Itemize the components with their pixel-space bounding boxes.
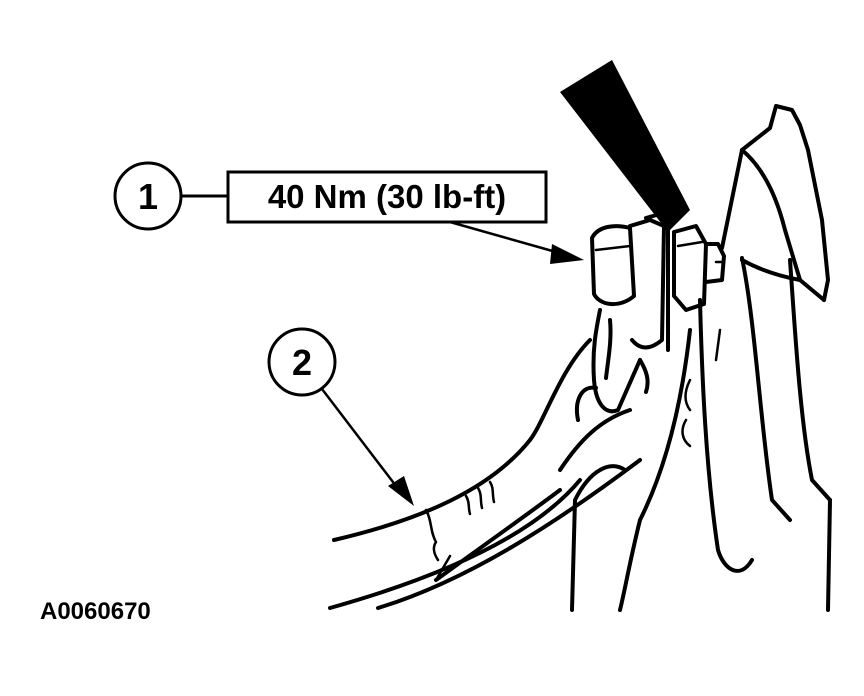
steering-knuckle-drawing bbox=[570, 104, 832, 612]
callout-2-number: 2 bbox=[292, 342, 312, 383]
callout-1-number: 1 bbox=[138, 176, 158, 217]
callout-1-pointer-arrowhead bbox=[550, 244, 584, 264]
callout-2-leader-line bbox=[321, 388, 397, 487]
direction-arrow-icon bbox=[560, 60, 690, 232]
callout-2-circle bbox=[267, 327, 337, 397]
figure-id: A0060670 bbox=[40, 598, 151, 625]
callout-1-pointer-line bbox=[449, 220, 557, 254]
stabilizer-bar-drawing bbox=[328, 338, 642, 610]
stabilizer-link-drawing bbox=[575, 212, 726, 422]
torque-spec-label: 40 Nm (30 lb-ft) bbox=[268, 178, 506, 215]
torque-spec-box bbox=[226, 170, 548, 224]
callout-2-arrowhead bbox=[388, 476, 414, 506]
